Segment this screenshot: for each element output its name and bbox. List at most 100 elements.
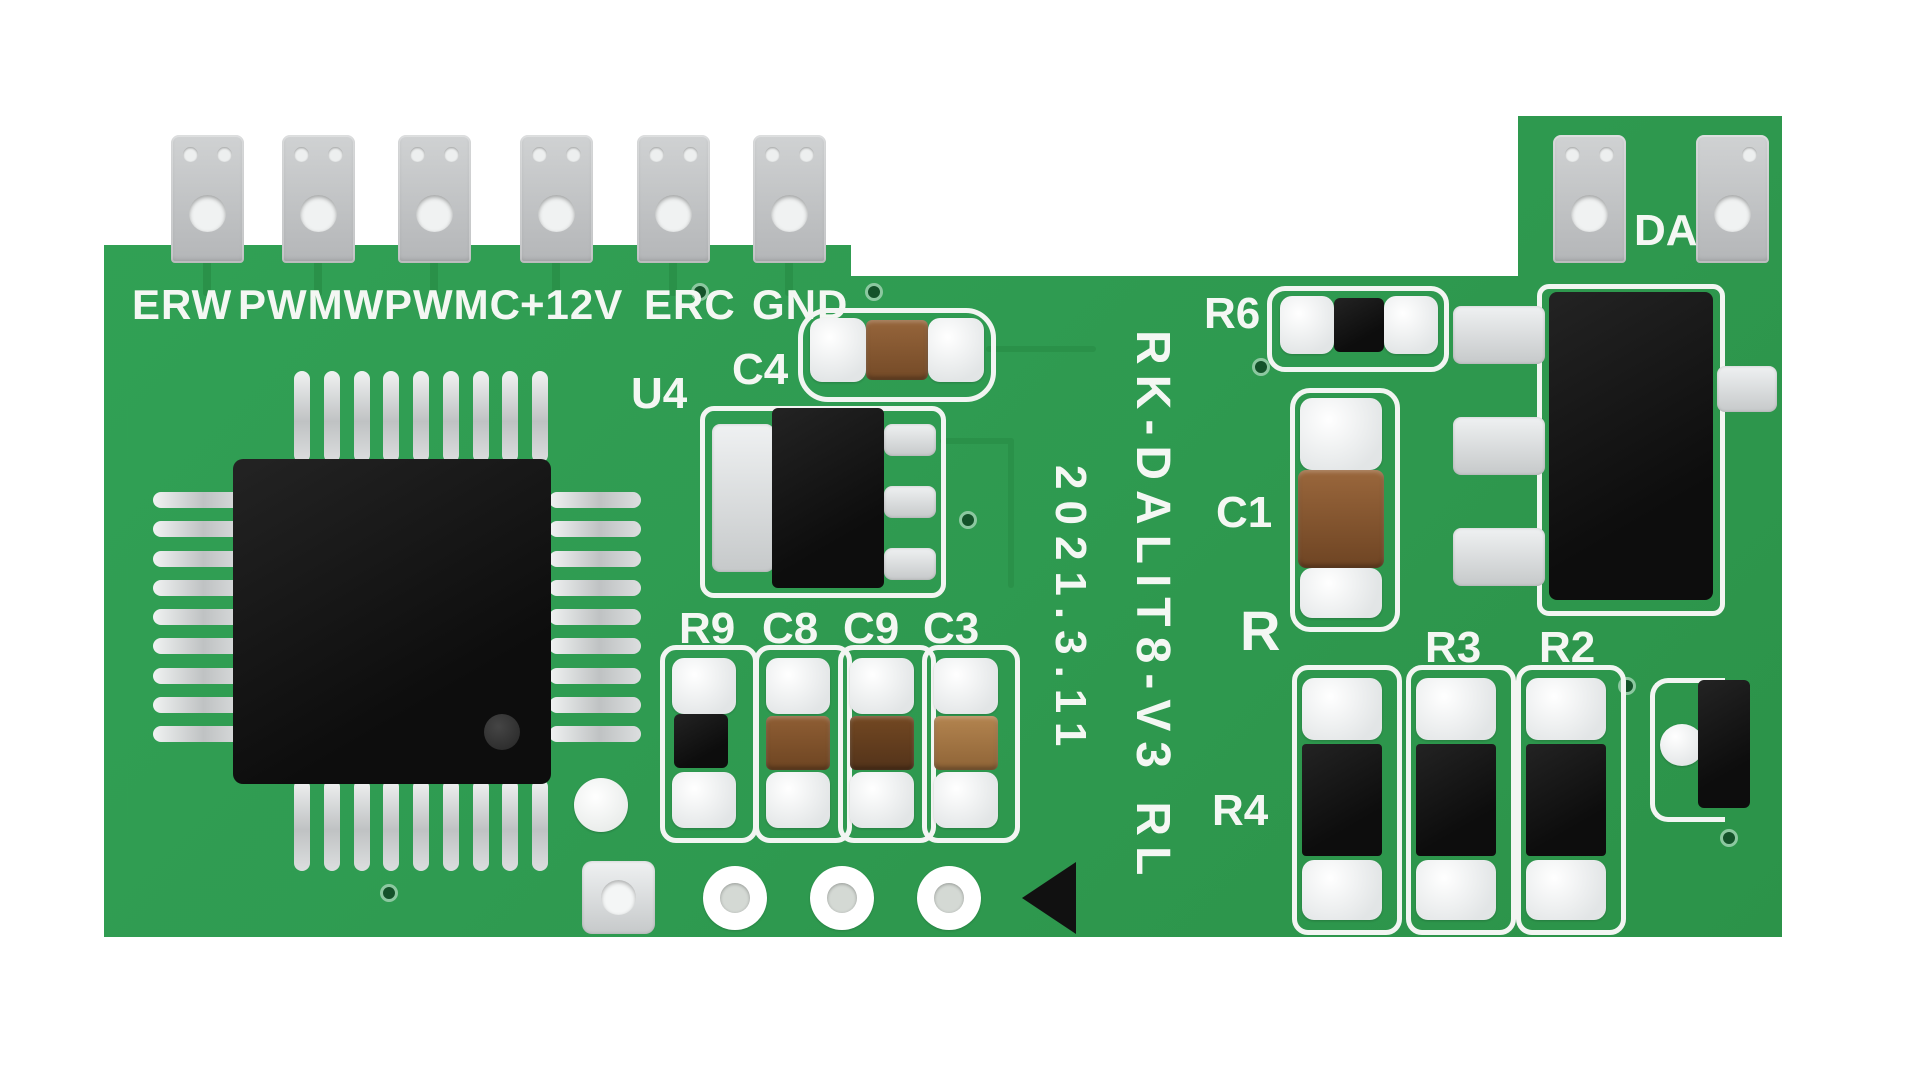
via [1720,829,1738,847]
tab-hole-icon [655,195,692,232]
c3-pad [934,772,998,828]
copper-trace [430,258,438,296]
mcu-lead [153,726,245,742]
terminal-tab-erc [637,135,710,263]
mcu-pin1-dot-icon [484,714,520,750]
u4-lead [884,486,936,518]
c4-silkscreen-outline [798,308,996,402]
mcu-lead [353,779,370,871]
mcu-lead [549,550,641,567]
r4-resistor-body [1302,744,1382,856]
prog-pad-round [703,866,767,930]
c9-pad [850,772,914,828]
mount-hole [574,778,628,832]
terminal-tab-erw [171,135,244,263]
mcu-lead [294,371,310,463]
r4-pad [1302,678,1382,740]
pad-hole-icon [934,883,964,913]
c9-capacitor-body [850,716,914,770]
q1-pad [1660,724,1704,766]
r9-resistor-body [674,714,728,768]
ref-label-r9: R9 [679,604,736,653]
mcu-lead [153,521,245,538]
pin-label-erw: ERW [132,281,233,328]
mcu-leads-left [153,492,245,742]
u4-tab-pad [712,424,774,572]
q1-silkscreen-bracket [1650,678,1725,822]
mcu-lead [153,609,245,625]
pin-label-erc: ERC [644,281,736,328]
via [1252,358,1270,376]
tab-hole-icon [649,147,664,162]
r9-pad [672,772,736,828]
pad-hole-icon [827,883,857,913]
mcu-lead [153,492,245,508]
via [380,884,398,902]
mcu-lead [532,779,548,871]
ref-label-c1: C1 [1216,488,1273,537]
c4-pad [810,318,866,382]
r6-silkscreen-outline [1267,286,1449,372]
r2-pad [1526,860,1606,920]
tab-hole-icon [416,195,453,232]
c1-pad [1300,568,1382,618]
c8-capacitor-body [766,716,830,770]
mcu-lead [472,779,489,871]
mcu-lead [549,579,641,596]
prog-pad-round [810,866,874,930]
pin-label-12v: +12V [520,281,624,328]
mcu-lead [549,667,641,684]
tab-hole-icon [300,195,337,232]
pin-label-pwmw: PWMW [238,281,385,328]
mcu-leads-right [549,492,641,742]
c8-pad [766,658,830,714]
mcu-lead [502,779,519,871]
mcu-lead [353,371,370,463]
tab-hole-icon [799,147,814,162]
r2-silkscreen-outline [1516,665,1626,935]
ref-label-u4: U4 [631,369,688,418]
c9-silkscreen-outline [838,645,936,843]
r3-resistor-body [1416,744,1496,856]
q1-body [1698,680,1750,808]
tab-hole-icon [1714,195,1751,232]
r3-silkscreen-outline [1406,665,1516,935]
tab-hole-icon [683,147,698,162]
tab-hole-icon [328,147,343,162]
mcu-lead [502,371,519,463]
via [691,283,709,301]
ref-label-c8: C8 [762,604,819,653]
mcu-lead [153,696,245,713]
tab-hole-icon [1742,147,1757,162]
u4-lead [884,424,936,456]
r6-pad [1384,296,1438,354]
tab-hole-icon [1571,195,1608,232]
regulator-lead-pad [1453,306,1545,364]
c3-pad [934,658,998,714]
tab-hole-icon [1599,147,1614,162]
mcu-lead [549,521,641,538]
tab-hole-icon [444,147,459,162]
ref-label-r2: R2 [1539,623,1596,672]
pad-hole-icon [720,883,750,913]
mcu-leads-bottom [294,779,548,871]
tab-hole-icon [183,147,198,162]
ref-label-c3: C3 [923,604,980,653]
tab-hole-icon [294,147,309,162]
tab-hole-icon [765,147,780,162]
c1-pad [1300,398,1382,470]
u4-lead [884,548,936,580]
tab-hole-icon [532,147,547,162]
mcu-lead [549,492,641,508]
terminal-tab-da-right [1696,135,1769,263]
r4-silkscreen-outline [1292,665,1402,935]
c9-pad [850,658,914,714]
c8-pad [766,772,830,828]
mcu-lead [383,779,400,871]
regulator-tab-pad [1717,366,1777,412]
r6-pad [1280,296,1334,354]
mcu-lead [532,371,548,463]
r4-pad [1302,860,1382,920]
mcu-lead [413,371,429,463]
